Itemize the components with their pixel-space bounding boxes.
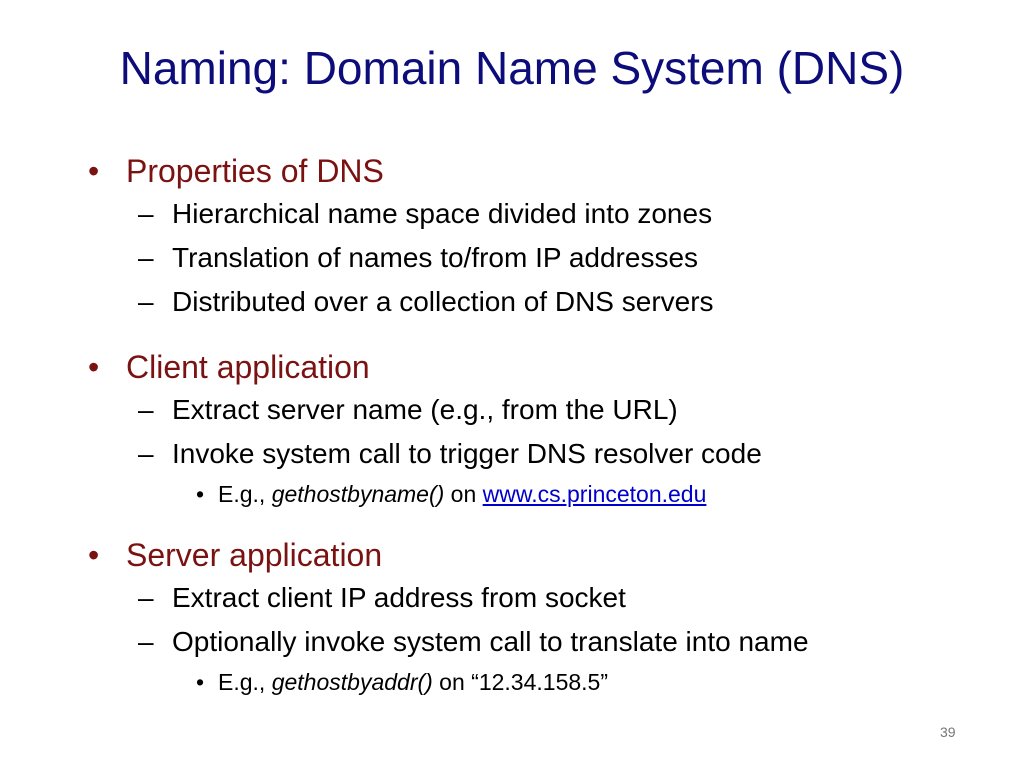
- dash-icon: –: [138, 242, 154, 273]
- bullet-heading: • Properties of DNS: [88, 150, 988, 192]
- sub-item-text: Invoke system call to trigger DNS resolv…: [172, 438, 762, 469]
- sub-item-text: Translation of names to/from IP addresse…: [172, 242, 699, 273]
- bullet-icon: •: [196, 481, 205, 507]
- bullet-icon: •: [88, 537, 100, 573]
- example-prefix: E.g.,: [218, 669, 272, 695]
- sub-item: – Extract client IP address from socket: [88, 576, 988, 620]
- bullet-icon: •: [88, 349, 100, 385]
- dash-icon: –: [138, 582, 154, 613]
- heading-text: Client application: [126, 349, 370, 385]
- heading-text: Properties of DNS: [126, 153, 384, 189]
- sub-item-text: Hierarchical name space divided into zon…: [172, 198, 713, 229]
- section-client-application: • Client application – Extract server na…: [88, 346, 988, 512]
- example-mid: on: [432, 669, 472, 695]
- princeton-link[interactable]: www.cs.princeton.edu: [482, 481, 707, 507]
- sub-item-text: Extract server name (e.g., from the URL): [172, 394, 678, 425]
- sub-item: – Distributed over a collection of DNS s…: [88, 280, 988, 324]
- function-name: gethostbyaddr(): [271, 669, 433, 695]
- example-prefix: E.g.,: [218, 481, 272, 507]
- sub-item: – Extract server name (e.g., from the UR…: [88, 388, 988, 432]
- bullet-heading: • Client application: [88, 346, 988, 388]
- sub-sub-item: • E.g., gethostbyname() on www.cs.prince…: [88, 476, 988, 512]
- bullet-icon: •: [88, 153, 100, 189]
- dash-icon: –: [138, 438, 154, 469]
- sub-item-text: Distributed over a collection of DNS ser…: [172, 286, 714, 317]
- sub-item: – Optionally invoke system call to trans…: [88, 620, 988, 664]
- sub-item: – Translation of names to/from IP addres…: [88, 236, 988, 280]
- heading-text: Server application: [126, 537, 383, 573]
- page-number: 39: [940, 724, 956, 740]
- sub-item: – Invoke system call to trigger DNS reso…: [88, 432, 988, 476]
- ip-address-text: “12.34.158.5”: [471, 669, 608, 695]
- bullet-icon: •: [196, 669, 205, 695]
- section-properties-of-dns: • Properties of DNS – Hierarchical name …: [88, 150, 988, 324]
- example-mid: on: [444, 481, 483, 507]
- bullet-heading: • Server application: [88, 534, 988, 576]
- sub-item: – Hierarchical name space divided into z…: [88, 192, 988, 236]
- slide-title: Naming: Domain Name System (DNS): [119, 42, 905, 94]
- sub-item-text: Optionally invoke system call to transla…: [172, 626, 809, 657]
- sub-item-text: Extract client IP address from socket: [172, 582, 626, 613]
- slide-content: • Properties of DNS – Hierarchical name …: [88, 150, 988, 700]
- dash-icon: –: [138, 286, 154, 317]
- function-name: gethostbyname(): [271, 481, 445, 507]
- sub-sub-item: • E.g., gethostbyaddr() on “12.34.158.5”: [88, 664, 988, 700]
- dash-icon: –: [138, 198, 154, 229]
- dash-icon: –: [138, 394, 154, 425]
- dash-icon: –: [138, 626, 154, 657]
- section-server-application: • Server application – Extract client IP…: [88, 534, 988, 700]
